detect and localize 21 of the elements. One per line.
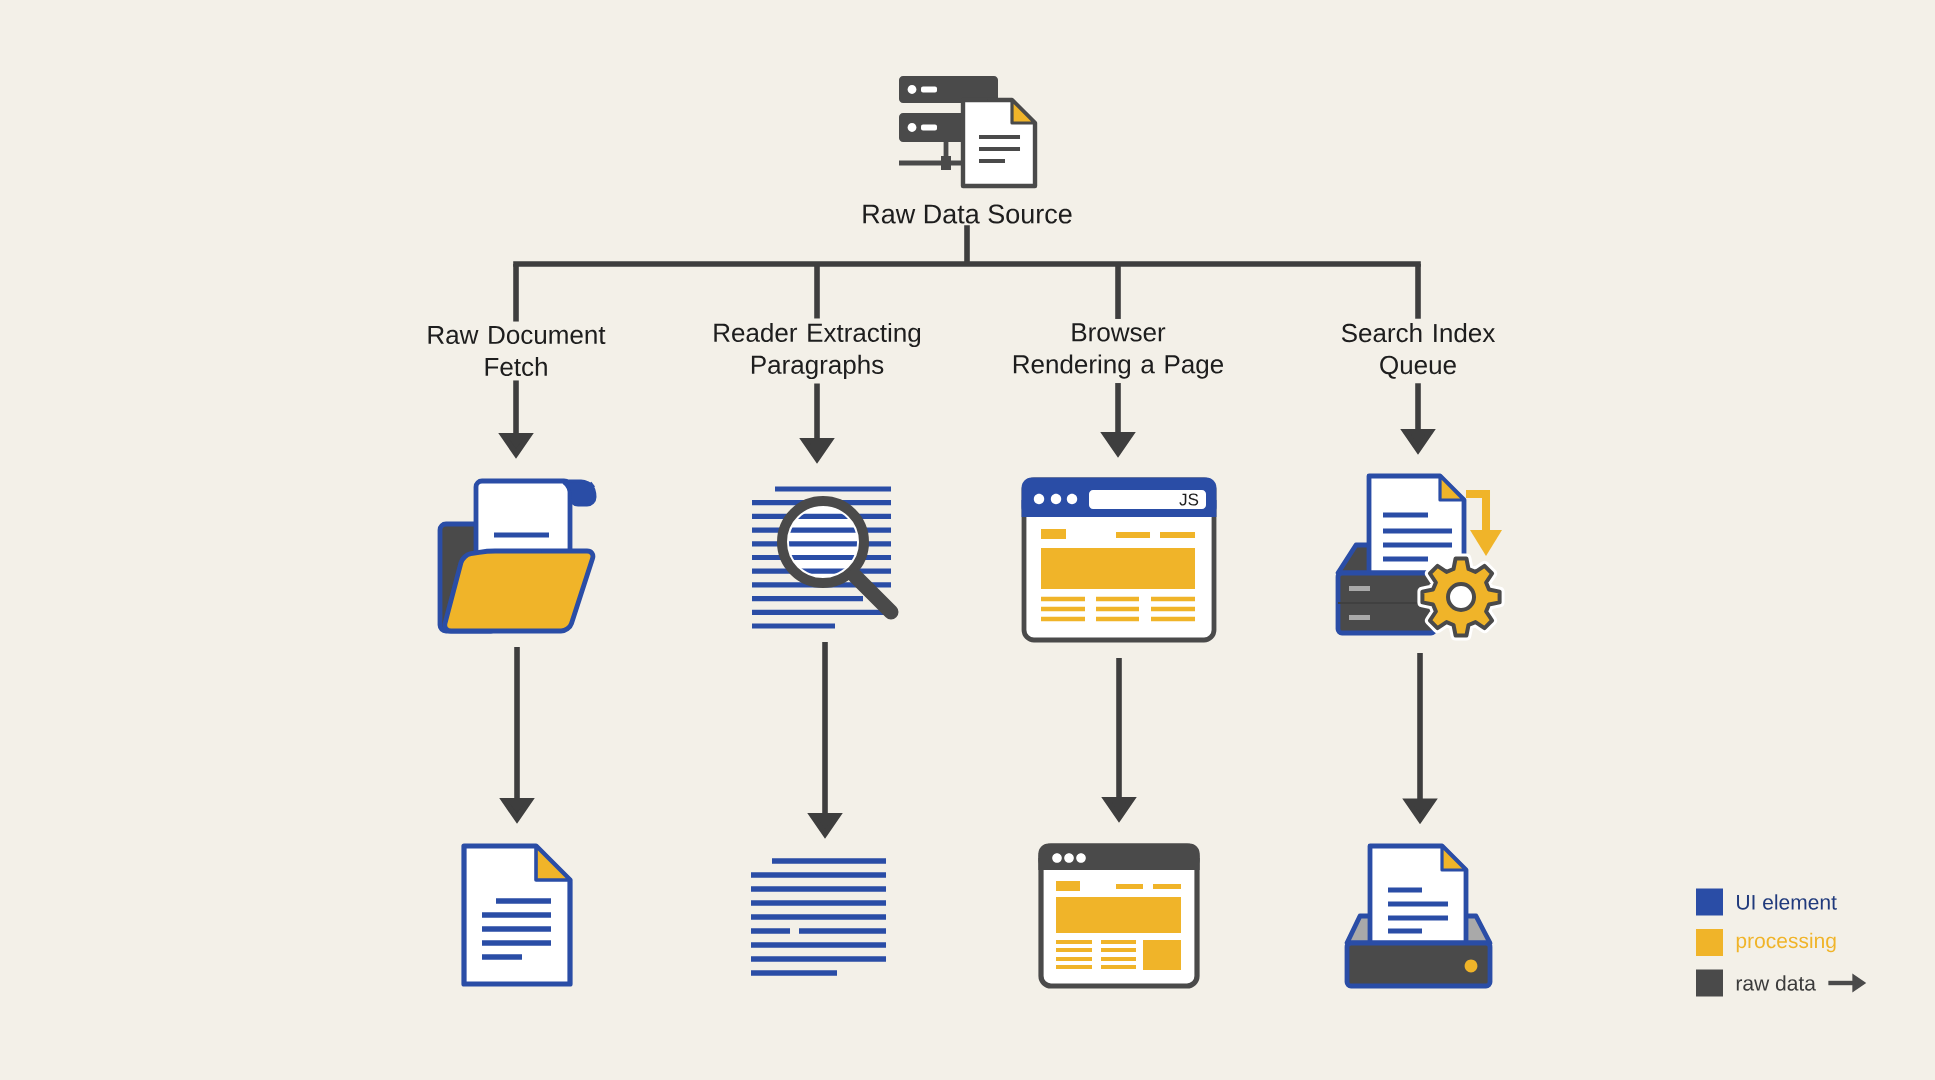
connector-line bbox=[1115, 264, 1121, 319]
document-tray-icon bbox=[1344, 843, 1493, 989]
legend-label: raw data bbox=[1736, 975, 1816, 991]
step-label: Raw Document Fetch bbox=[428, 325, 606, 377]
folder-icon bbox=[437, 478, 597, 634]
step-label: Browser Rendering a Page bbox=[1013, 323, 1224, 379]
magnifier-icon bbox=[752, 486, 899, 629]
connector-line bbox=[1415, 264, 1421, 319]
connector-line bbox=[513, 225, 1421, 267]
browser-window-icon bbox=[1038, 843, 1200, 989]
source-label: Raw Data Source bbox=[863, 204, 1072, 224]
document-icon bbox=[461, 843, 573, 987]
address-bar-label: JS bbox=[1179, 493, 1199, 506]
step-label: Reader Extracting Paragraphs bbox=[714, 322, 921, 380]
legend-label: processing bbox=[1736, 932, 1836, 953]
legend-label: UI element bbox=[1737, 894, 1837, 910]
document-gear-icon bbox=[1335, 473, 1505, 641]
connector-line bbox=[814, 264, 820, 319]
step-label: Search Index Queue bbox=[1341, 323, 1496, 379]
connector-line bbox=[513, 264, 519, 322]
text-lines-icon bbox=[751, 858, 886, 976]
